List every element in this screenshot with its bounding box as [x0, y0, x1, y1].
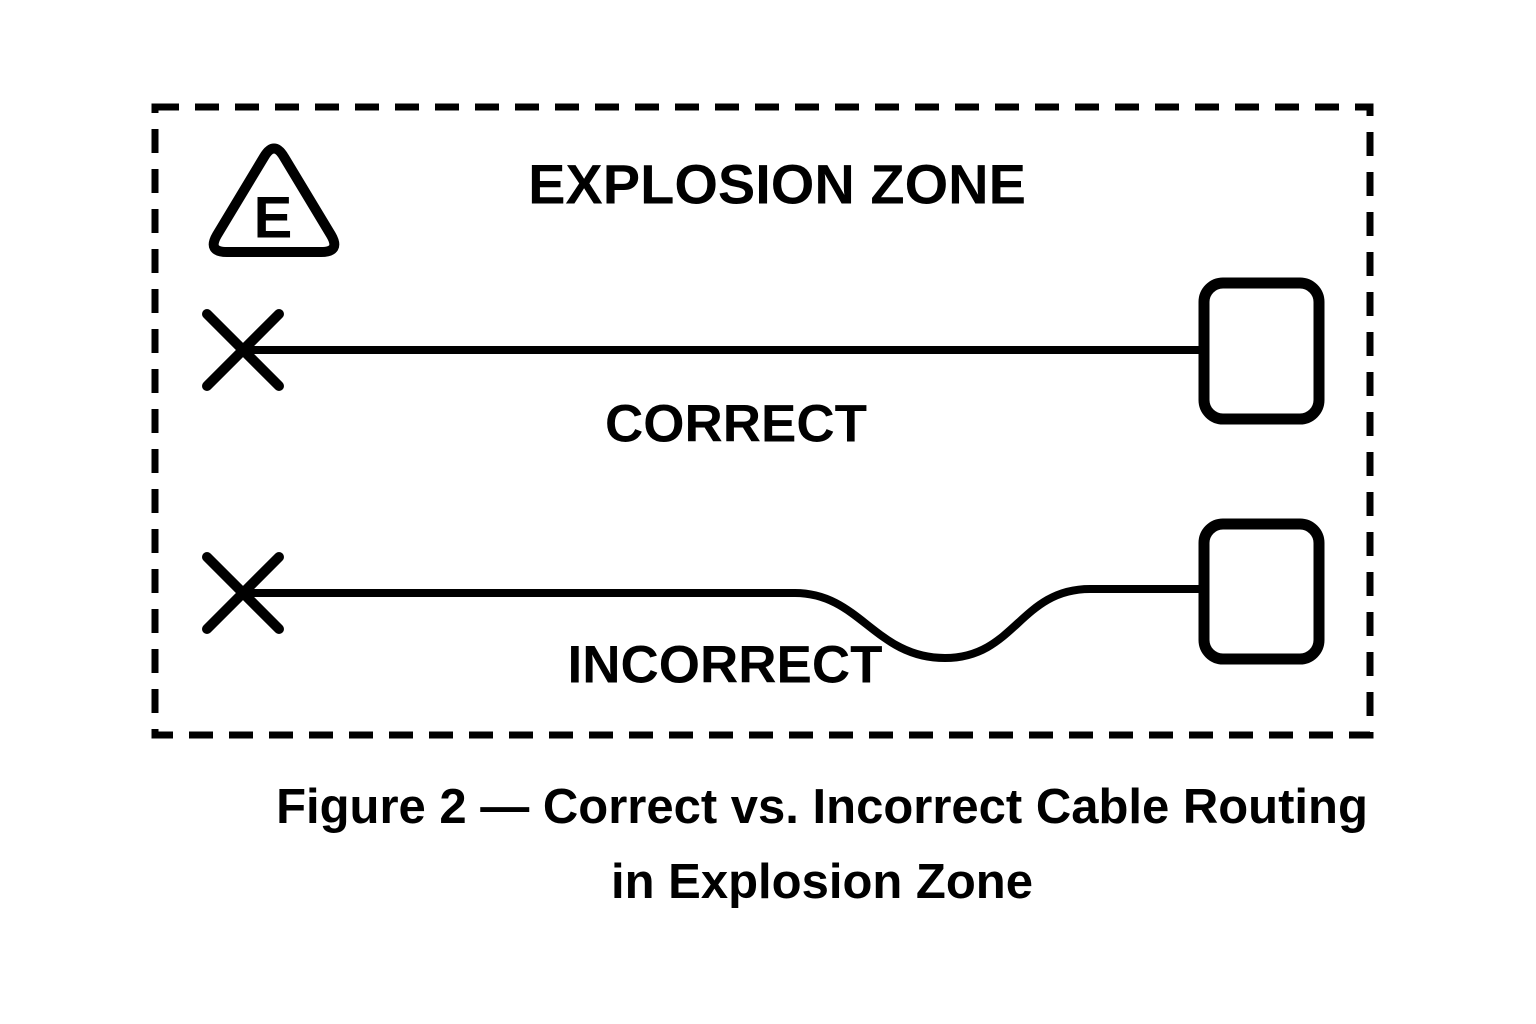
route-label-correct: CORRECT	[604, 394, 868, 454]
zone-label: EXPLOSION ZONE	[528, 152, 1026, 216]
explosion-zone-border	[151, 103, 1374, 739]
route-label-incorrect: INCORRECT	[567, 635, 883, 695]
hazard-marker-letter: E	[253, 185, 293, 251]
caption-line-1: Figure 2 — Correct vs. Incorrect Cable R…	[276, 780, 1368, 834]
hazard-triangle-icon	[208, 143, 340, 257]
caption-line-2: in Explosion Zone	[611, 855, 1033, 909]
device-box-correct	[1198, 277, 1325, 425]
figure-caption: Figure 2 — Correct vs. Incorrect Cable R…	[276, 770, 1368, 920]
device-box-incorrect	[1198, 518, 1325, 665]
cable-incorrect-line	[239, 585, 1208, 663]
